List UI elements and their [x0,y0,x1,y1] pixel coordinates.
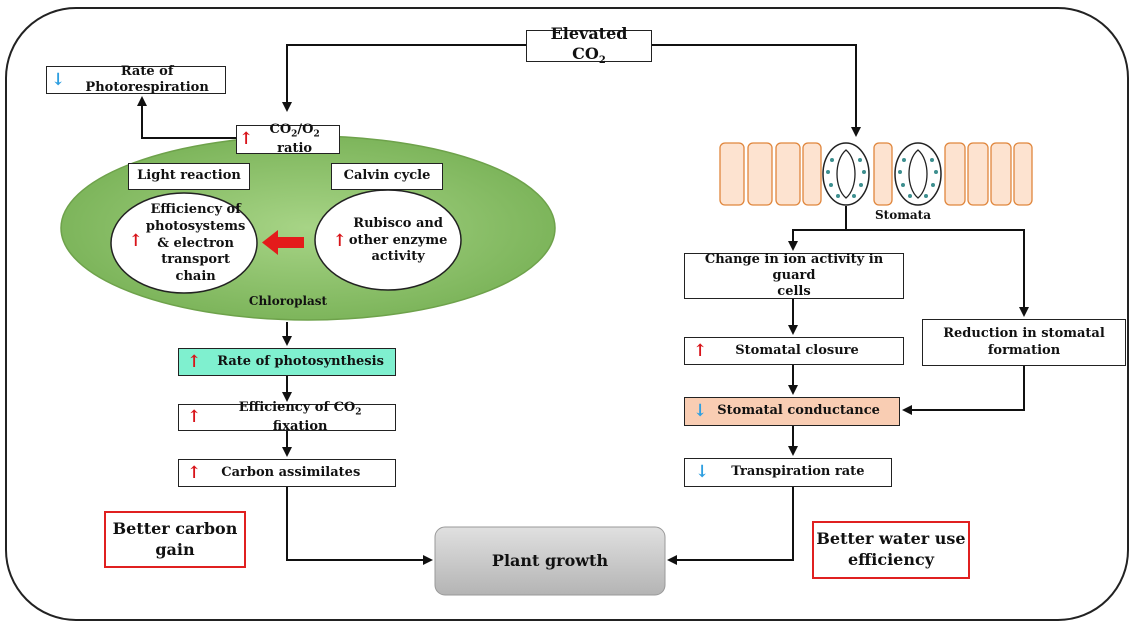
carbon-assimilates-label: Carbon assimilates [221,464,361,480]
elevated-co2-label: Elevated CO2 [550,24,628,67]
light-reaction-body-text: Efficiency of photosystems & electron tr… [145,201,246,285]
plant-growth-label: Plant growth [491,551,609,570]
connector-formation-conductance [902,366,1025,415]
light-reaction-title: Light reaction [128,163,250,190]
stomatal-conductance-box: ↓ Stomatal conductance [684,397,900,426]
up-arrow-icon: ↑ [187,462,202,483]
guard-cell-pair-2 [894,142,942,206]
guard-cell-pair-1 [822,142,870,206]
up-arrow-icon: ↑ [332,230,347,251]
stomatal-closure-label: Stomatal closure [735,342,859,358]
calvin-cycle-title-text: Calvin cycle [343,168,431,184]
transpiration-box: ↓ Transpiration rate [684,458,892,487]
carbon-assimilates-box: ↑ Carbon assimilates [178,459,396,487]
transpiration-label: Transpiration rate [731,464,865,480]
connector-transp-growth [667,487,794,565]
up-arrow-icon: ↑ [187,407,202,427]
calvin-cycle-title: Calvin cycle [331,163,443,190]
connector-elevated-left [282,44,526,112]
down-arrow-icon: ↓ [693,401,708,421]
stomatal-conductance-label: Stomatal conductance [717,403,880,419]
connector-stomata-ion [788,206,847,251]
red-arrow-head [262,230,278,255]
co2-fixation-box: ↑ Efficiency of CO2 fixation [178,400,396,434]
connector-elevated-right [652,44,861,137]
light-reaction-oval [110,192,258,294]
plant-growth-box [434,526,666,596]
up-arrow-icon: ↑ [128,230,143,251]
co2-o2-ratio-label: CO2/O2 ratio [269,121,320,156]
calvin-cycle-body: ↑ Rubisco and other enzyme activity [327,208,453,274]
chloroplast-label: Chloroplast [248,294,328,308]
photorespiration-label: Rate of Photorespiration [85,63,209,95]
co2-o2-ratio-box: ↑ CO2/O2 ratio [236,121,340,156]
light-reaction-body: ↑ Efficiency of photosystems & electron … [120,197,254,291]
photorespiration-box: ↓ Rate of Photorespiration [46,63,226,95]
photosynthesis-label: Rate of photosynthesis [217,353,384,369]
up-arrow-icon: ↑ [693,340,708,361]
outer-frame [5,7,1129,621]
up-arrow-icon: ↑ [239,129,254,149]
down-arrow-icon: ↓ [695,462,710,482]
stomatal-closure-box: ↑ Stomatal closure [684,337,904,365]
calvin-cycle-oval [314,189,462,291]
connector-assim-growth [286,487,433,565]
connector-stomata-formation [846,229,1029,317]
calvin-cycle-body-text: Rubisco and other enzyme activity [348,215,448,265]
down-arrow-icon: ↓ [51,69,66,90]
photosynthesis-box: ↑ Rate of photosynthesis [178,348,396,376]
light-reaction-title-text: Light reaction [137,168,241,184]
red-arrow-shaft [278,237,304,248]
up-arrow-icon: ↑ [187,351,202,372]
stomata-label: Stomata [874,208,931,222]
stomata-cells [719,142,1033,206]
elevated-co2-box: Elevated CO2 [526,24,652,66]
co2-fixation-label: Efficiency of CO2 fixation [238,399,362,434]
connector-ratio-photoresp [137,96,236,139]
